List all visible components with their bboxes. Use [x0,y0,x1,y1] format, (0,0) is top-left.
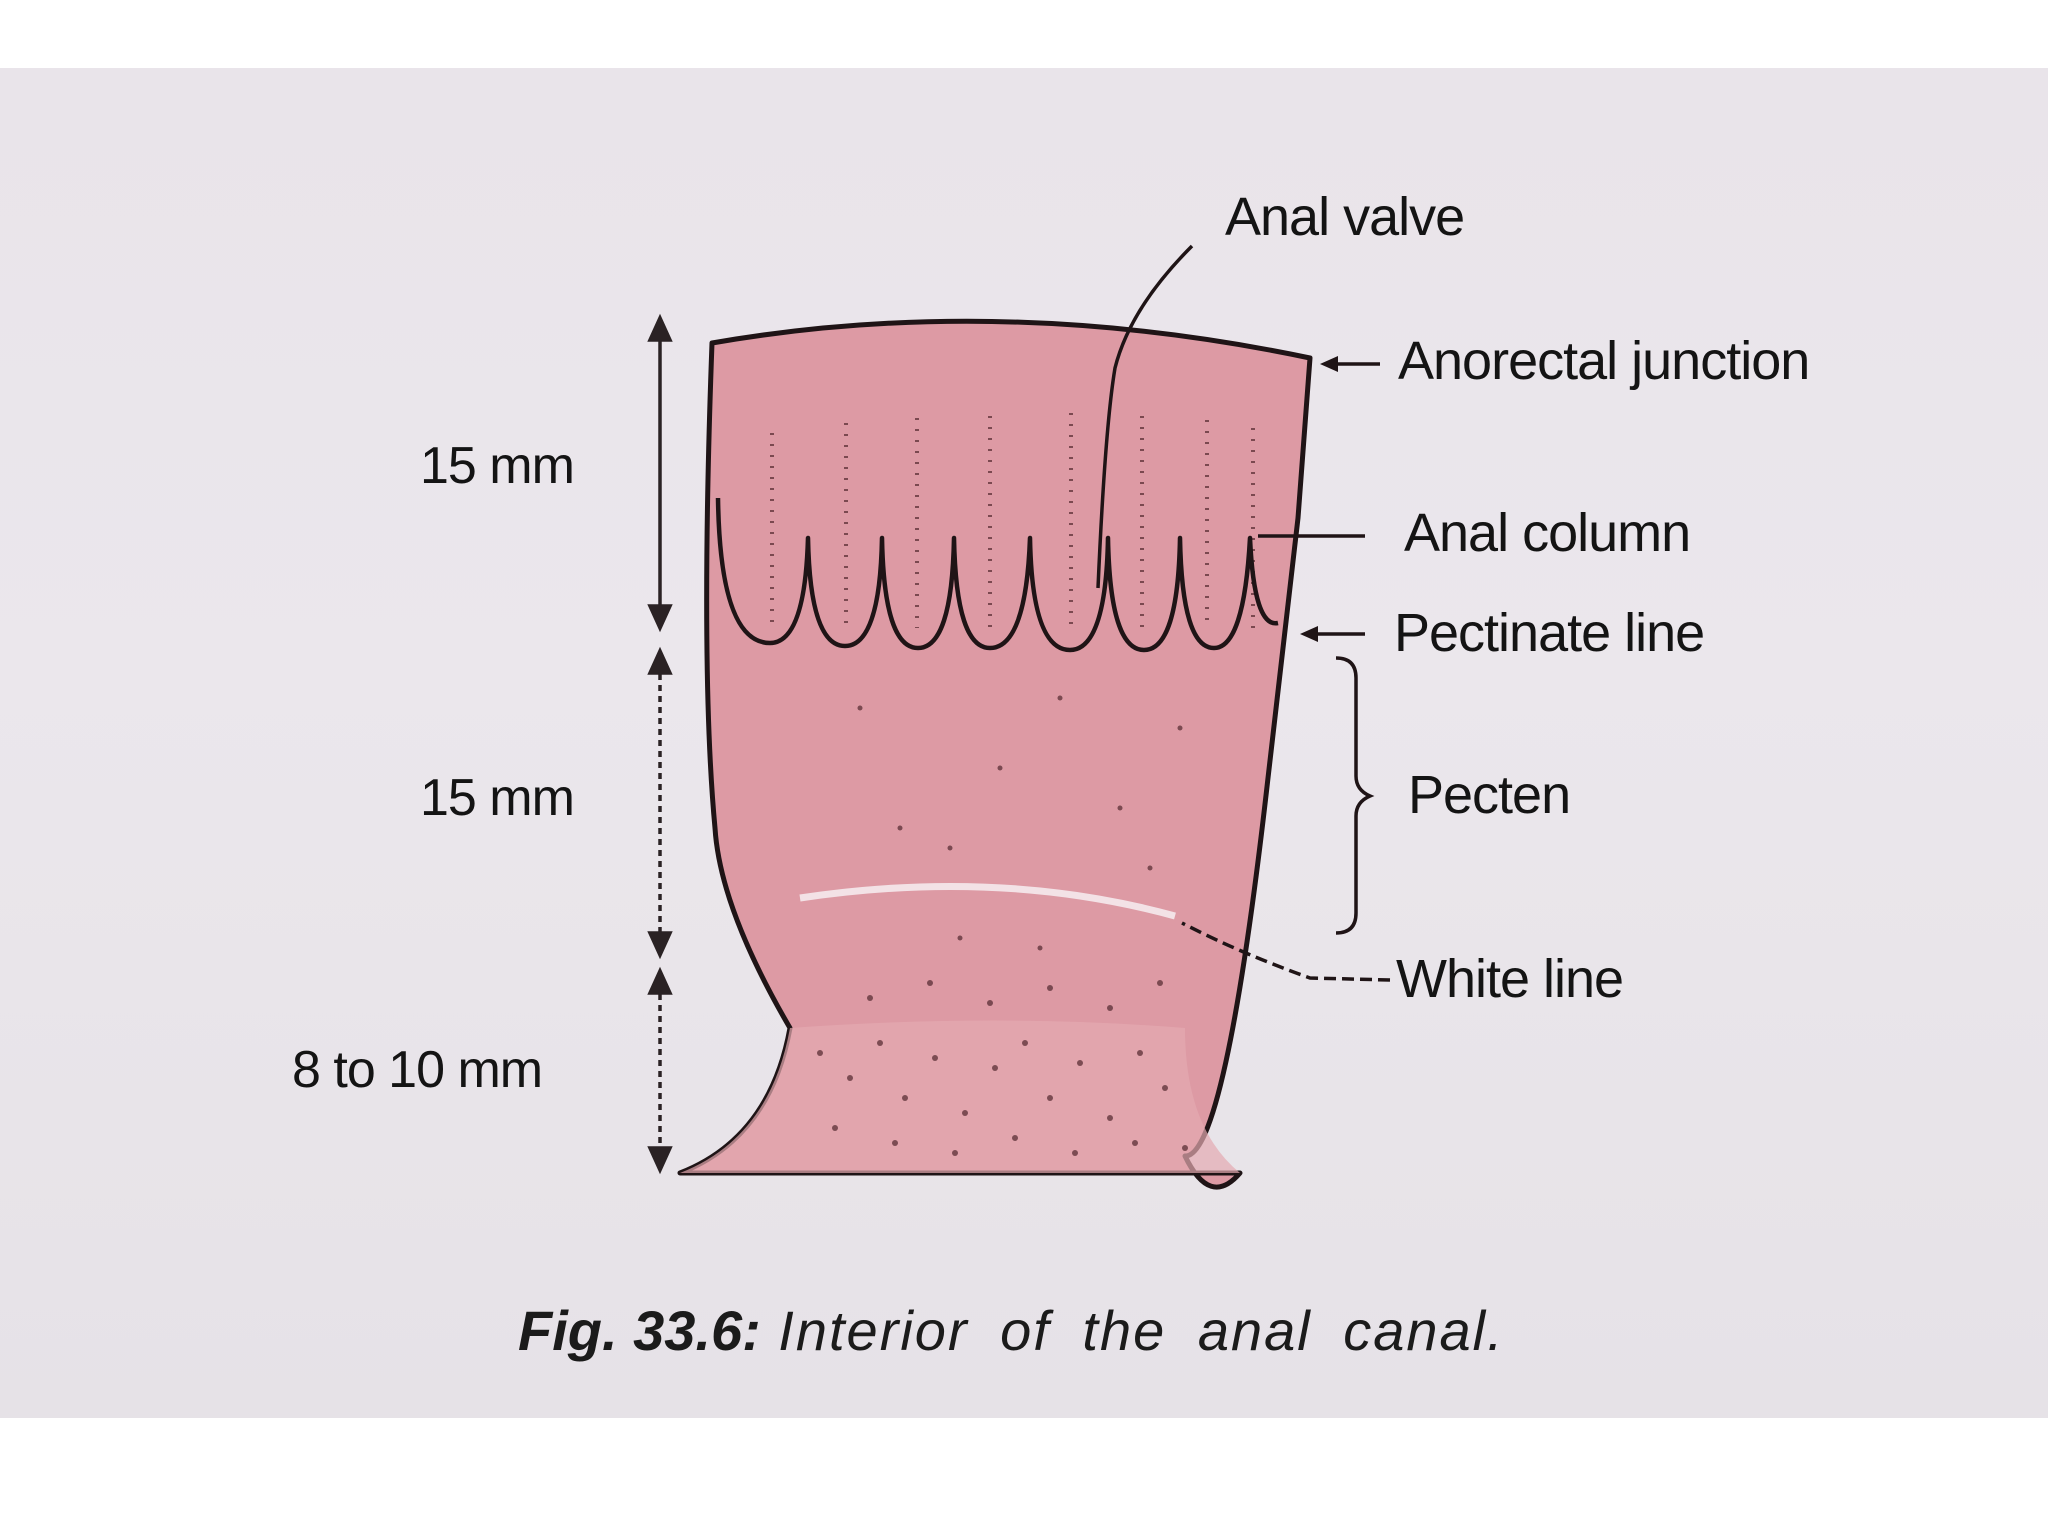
dimension-middle: 15 mm [420,769,575,827]
label-white-line: White line [1396,949,1624,1009]
dimension-arrows [647,313,673,1175]
white-line-stripe [799,882,1176,920]
label-anorectal-junction: Anorectal junction [1398,331,1810,391]
figure-caption-text: Interior of the anal canal. [778,1299,1505,1362]
textbook-photo: Anal valve Anorectal junction Anal colum… [0,68,2048,1418]
label-anal-column: Anal column [1404,503,1691,563]
anal-valves-outline [715,497,1279,653]
stipple-dots [817,695,1188,1156]
anal-canal-diagram [647,244,1391,1190]
figure-number: Fig. 33.6: [518,1299,761,1362]
dimension-lower: 8 to 10 mm [292,1041,543,1099]
figure-caption: Fig. 33.6: Interior of the anal canal. [518,1298,1505,1363]
label-pectinate-line: Pectinate line [1394,603,1705,663]
anal-canal-body [677,318,1313,1190]
anal-canal-lower-zone [680,1020,1240,1173]
anal-columns [770,413,1255,628]
leader-lines [1096,244,1391,982]
label-anal-valve: Anal valve [1225,187,1465,247]
label-pecten: Pecten [1408,765,1571,825]
dimension-upper: 15 mm [420,437,575,495]
